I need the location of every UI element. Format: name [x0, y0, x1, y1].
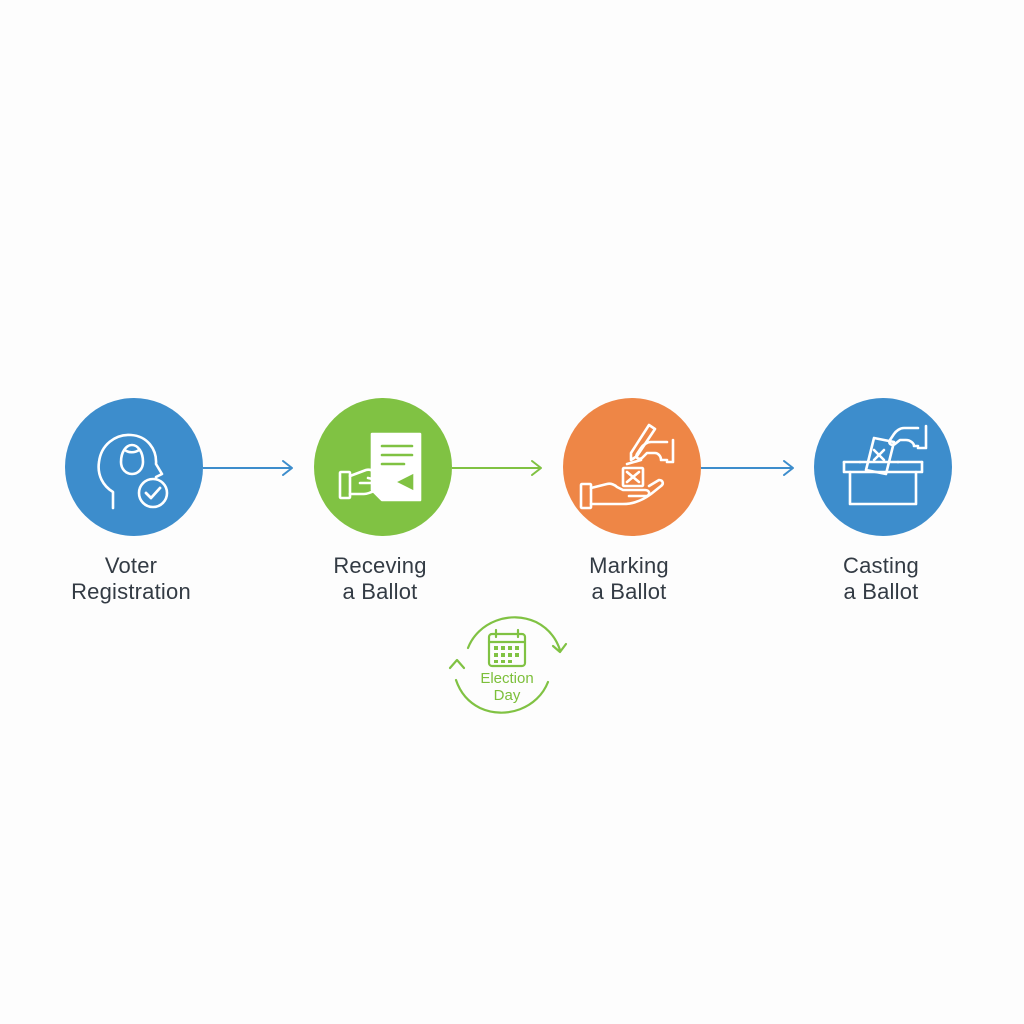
- step-label-line: a Ballot: [342, 579, 418, 604]
- step-label-line: a Ballot: [843, 579, 919, 604]
- election-day-label-line: Day: [493, 687, 521, 704]
- step-label-line: Casting: [843, 553, 919, 578]
- hand-marking-ballot-icon: [563, 398, 701, 536]
- step-label-line: a Ballot: [591, 579, 667, 604]
- arrow-connector: [452, 458, 544, 478]
- ballot-box-icon: [814, 398, 952, 536]
- step-label: Casting a Ballot: [781, 553, 981, 605]
- election-day-label-line: Election: [480, 670, 534, 687]
- election-day-label: Election Day: [440, 670, 574, 704]
- step-voter-registration: [65, 398, 203, 536]
- election-day-cycle: Election Day: [440, 608, 574, 720]
- step-label: Marking a Ballot: [529, 553, 729, 605]
- step-label-line: Marking: [589, 553, 669, 578]
- hand-receiving-document-icon: [314, 398, 452, 536]
- arrow-connector: [203, 458, 295, 478]
- step-marking-ballot: [563, 398, 701, 536]
- arrow-connector: [701, 458, 796, 478]
- calendar-icon: [487, 628, 527, 668]
- step-label: Receving a Ballot: [280, 553, 480, 605]
- step-label-line: Registration: [71, 579, 191, 604]
- head-check-icon: [65, 398, 203, 536]
- cycle-arrows-icon: [448, 616, 568, 714]
- step-casting-ballot: [814, 398, 952, 536]
- step-label-line: Receving: [333, 553, 427, 578]
- step-receiving-ballot: [314, 398, 452, 536]
- step-label-line: Voter: [104, 553, 158, 578]
- step-label: Voter Registration: [31, 553, 231, 605]
